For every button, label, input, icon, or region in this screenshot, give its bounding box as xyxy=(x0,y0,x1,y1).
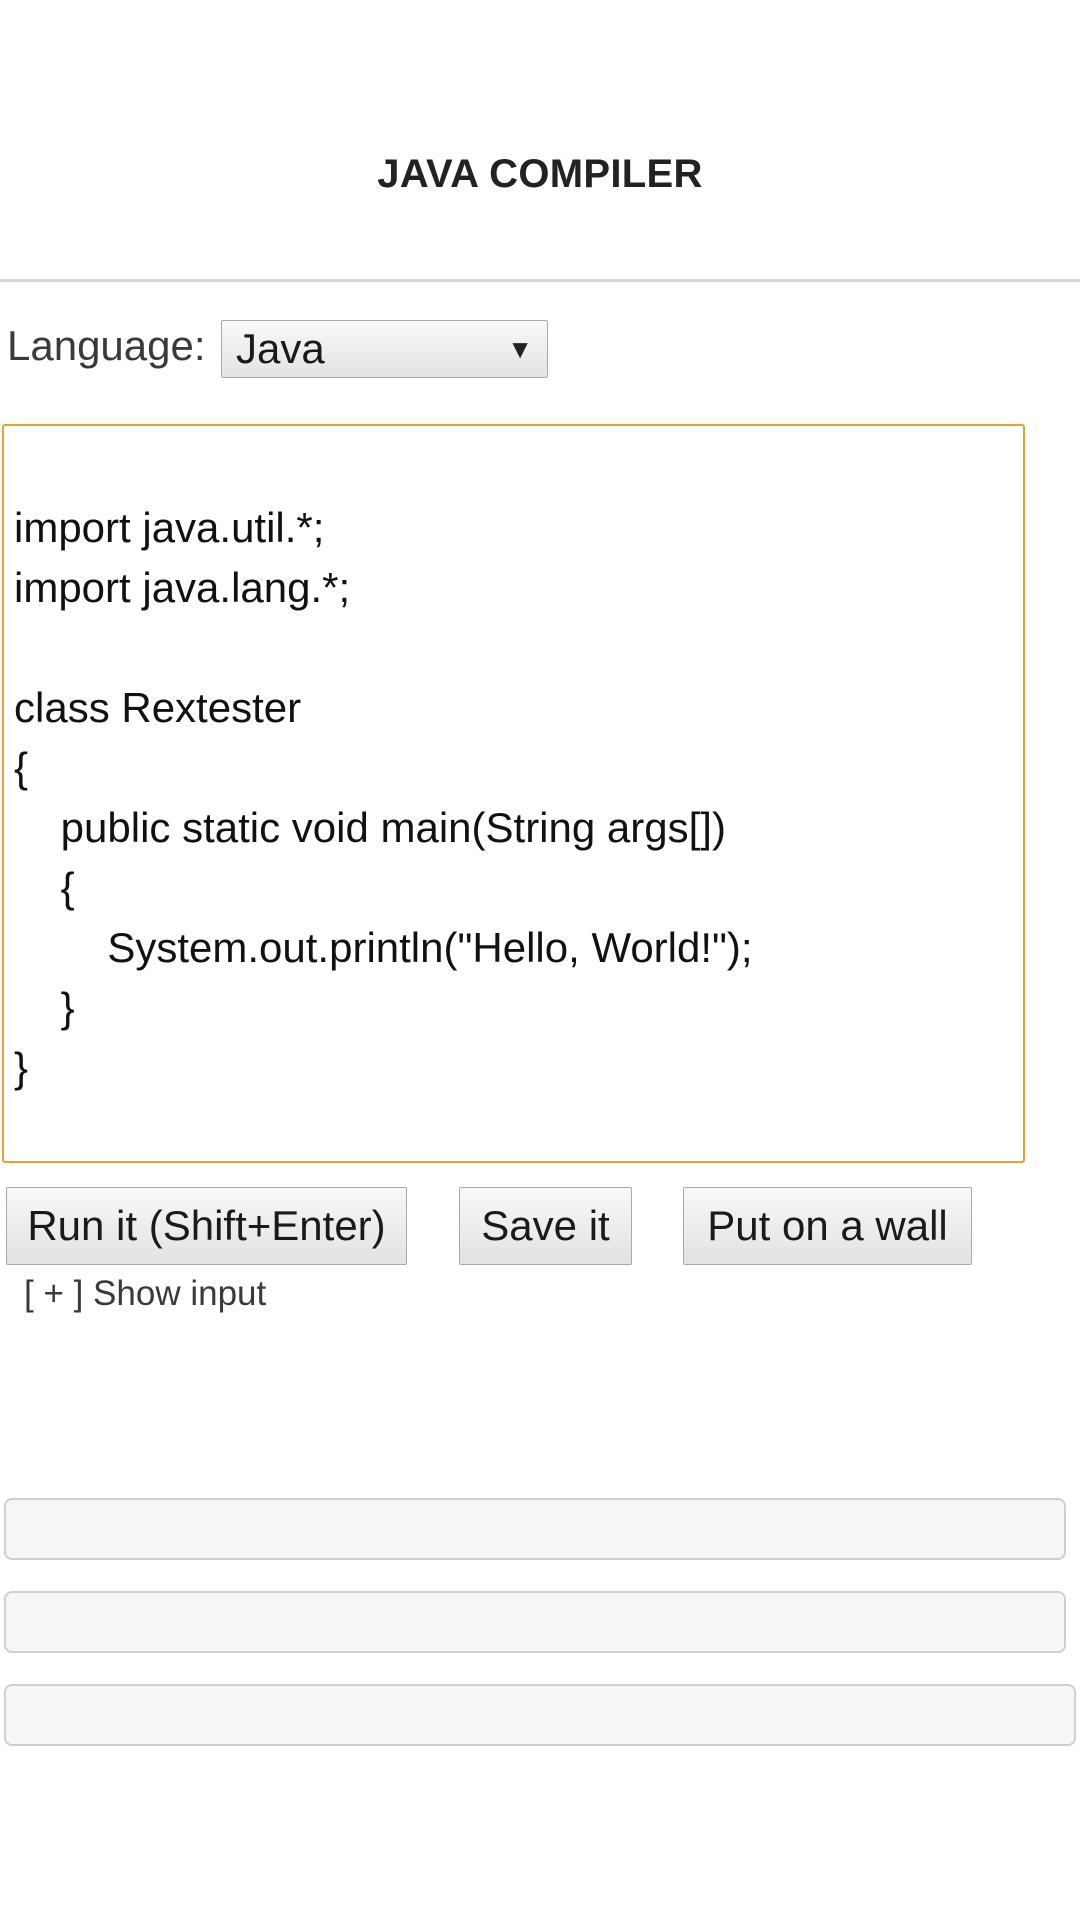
code-line xyxy=(14,618,1023,678)
code-line: import java.lang.*; xyxy=(14,564,351,611)
output-box xyxy=(4,1591,1066,1653)
code-line: import java.util.*; xyxy=(14,504,325,551)
put-on-wall-button[interactable]: Put on a wall xyxy=(683,1187,972,1265)
page-title: JAVA COMPILER xyxy=(377,152,703,196)
output-box xyxy=(4,1498,1066,1560)
language-select[interactable]: Java ▼ xyxy=(221,320,548,378)
save-button[interactable]: Save it xyxy=(459,1187,632,1265)
run-button[interactable]: Run it (Shift+Enter) xyxy=(6,1187,407,1265)
language-label: Language: xyxy=(7,322,206,369)
code-line: } xyxy=(14,1044,29,1091)
page-header: JAVA COMPILER xyxy=(0,0,1080,282)
code-line: { xyxy=(14,864,75,911)
code-line: { xyxy=(14,744,29,791)
code-line: System.out.println("Hello, World!"); xyxy=(14,924,753,971)
code-line: public static void main(String args[]) xyxy=(14,804,726,851)
show-input-toggle[interactable]: [ + ] Show input xyxy=(24,1274,267,1313)
code-editor[interactable]: import java.util.*; import java.lang.*; … xyxy=(2,424,1025,1163)
output-box xyxy=(4,1684,1076,1746)
language-selected-value: Java xyxy=(236,325,325,372)
code-line: class Rextester xyxy=(14,684,302,731)
triangle-down-icon: ▼ xyxy=(507,334,533,364)
code-line: } xyxy=(14,984,75,1031)
